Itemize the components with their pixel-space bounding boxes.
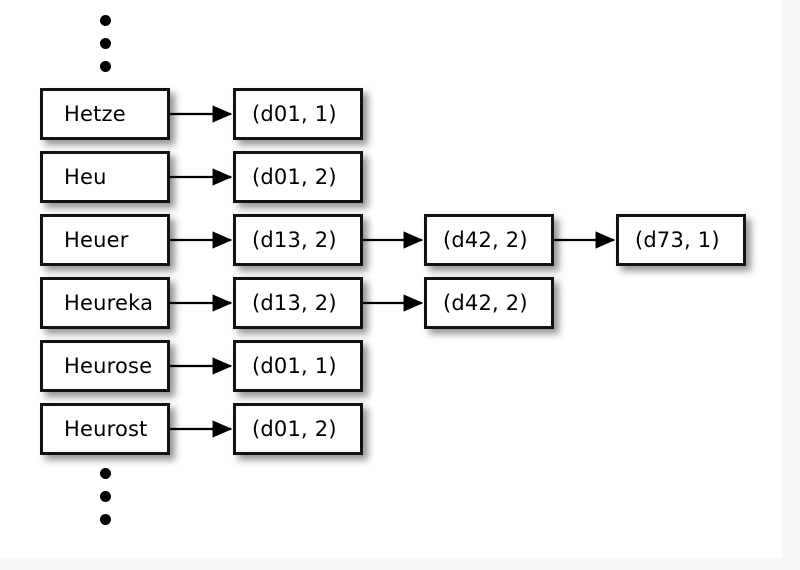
term-box[interactable]: Heuer <box>40 214 170 266</box>
posting-box[interactable]: (d42, 2) <box>424 277 554 329</box>
ellipsis-bottom <box>100 468 112 525</box>
ellipsis-dot <box>100 491 111 502</box>
ellipsis-dot <box>100 468 111 479</box>
term-box[interactable]: Hetze <box>40 88 170 140</box>
term-box[interactable]: Heurost <box>40 403 170 455</box>
ellipsis-dot <box>100 38 111 49</box>
term-box[interactable]: Heureka <box>40 277 170 329</box>
posting-box[interactable]: (d42, 2) <box>424 214 554 266</box>
ellipsis-dot <box>100 61 111 72</box>
posting-box[interactable]: (d13, 2) <box>233 214 363 266</box>
ellipsis-top <box>100 15 112 72</box>
term-box[interactable]: Heurose <box>40 340 170 392</box>
ellipsis-dot <box>100 15 111 26</box>
posting-box[interactable]: (d13, 2) <box>233 277 363 329</box>
posting-box[interactable]: (d01, 1) <box>233 88 363 140</box>
posting-box[interactable]: (d01, 2) <box>233 151 363 203</box>
term-box[interactable]: Heu <box>40 151 170 203</box>
posting-box[interactable]: (d01, 2) <box>233 403 363 455</box>
ellipsis-dot <box>100 514 111 525</box>
posting-box[interactable]: (d01, 1) <box>233 340 363 392</box>
posting-box[interactable]: (d73, 1) <box>616 214 746 266</box>
